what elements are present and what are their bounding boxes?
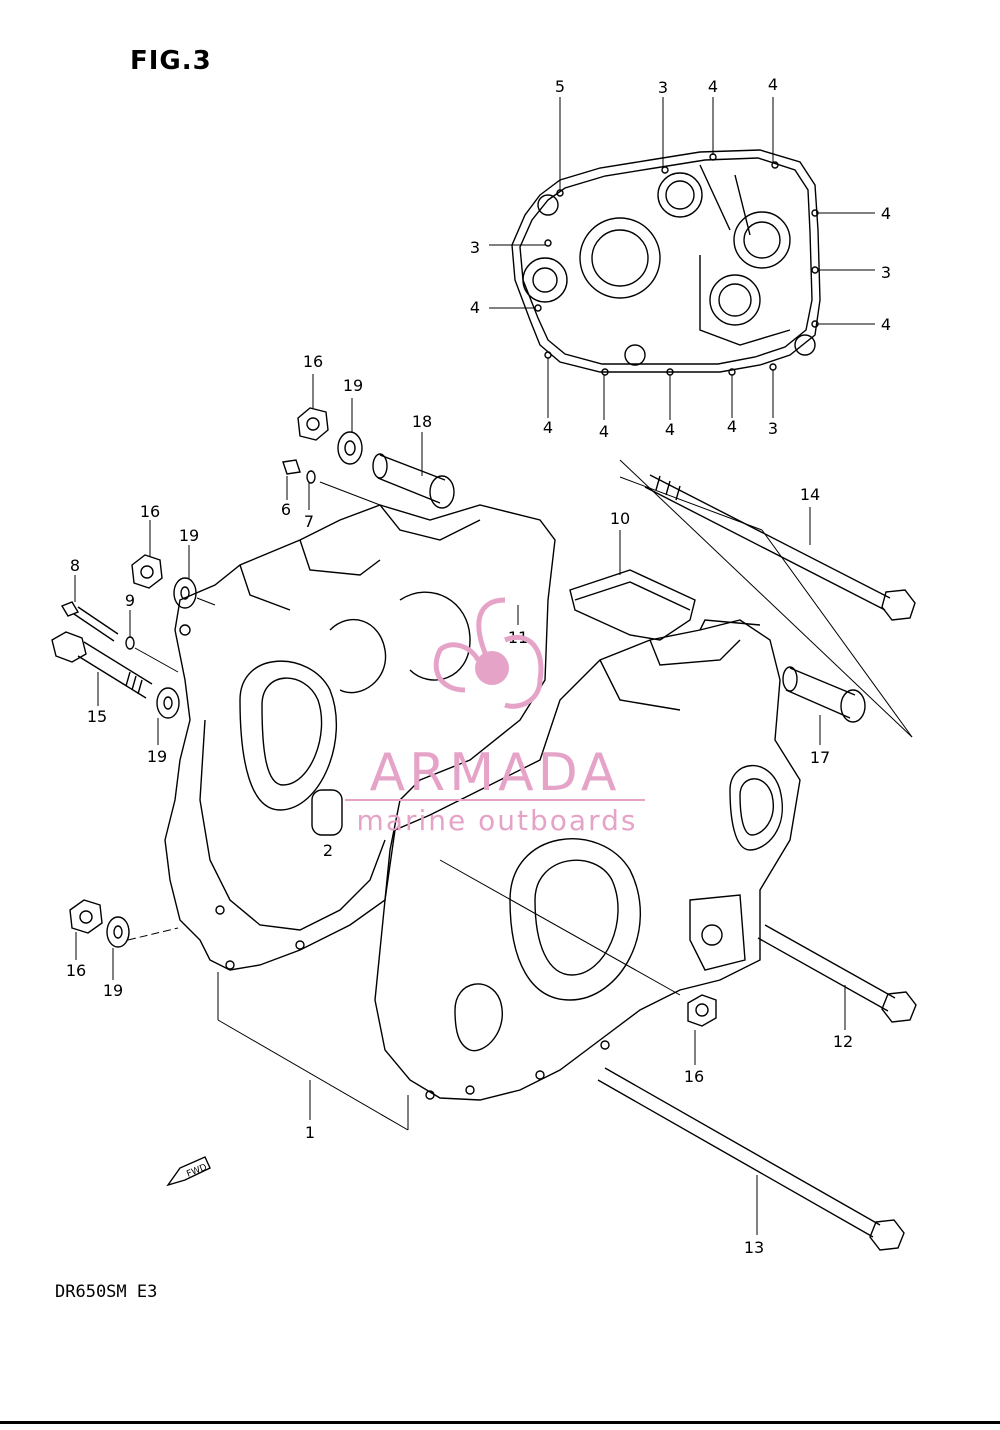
- part-number-label: 16: [684, 1067, 704, 1086]
- watermark-tagline: marine outboards: [357, 804, 638, 837]
- part-number-label: 12: [833, 1032, 853, 1051]
- left-crankcase-half: [164, 504, 556, 971]
- propeller-logo: [433, 597, 544, 709]
- watermark-brand: ARMADA: [370, 743, 621, 803]
- part-number-label: 8: [70, 556, 80, 575]
- fasteners: [51, 407, 917, 1251]
- part-number-label: 5: [555, 77, 565, 96]
- part-number-label: 9: [125, 591, 135, 610]
- part-number-label: 16: [303, 352, 323, 371]
- part-number-label: 3: [470, 238, 480, 257]
- crankcase-gasket: [511, 149, 821, 376]
- part-number-label: 4: [768, 75, 778, 94]
- part-number-label: 4: [543, 418, 553, 437]
- part-number-label: 10: [610, 509, 630, 528]
- part-number-label: 17: [810, 748, 830, 767]
- part-number-label: 4: [708, 77, 718, 96]
- part-number-label: 19: [103, 981, 123, 1000]
- part-number-label: 16: [140, 502, 160, 521]
- part-number-label: 15: [87, 707, 107, 726]
- armada-watermark: ARMADA marine outboards: [345, 597, 645, 837]
- part-number-label: 3: [881, 263, 891, 282]
- model-label: DR650SM E3: [55, 1282, 158, 1302]
- part-number-label: 2: [323, 841, 333, 860]
- part-number-label: 16: [66, 961, 86, 980]
- part-number-label: 4: [665, 420, 675, 439]
- part-number-label: 3: [658, 78, 668, 97]
- part-number-label: 3: [768, 419, 778, 438]
- part-number-label: 13: [744, 1238, 764, 1257]
- part-number-label: 4: [727, 417, 737, 436]
- part-number-label: 19: [147, 747, 167, 766]
- fwd-label: FWD: [185, 1163, 208, 1180]
- part-number-label: 19: [343, 376, 363, 395]
- fwd-arrow-icon: [166, 1156, 211, 1187]
- part-number-label: 7: [304, 512, 314, 531]
- dowel-pin-2: [311, 789, 343, 836]
- gasket-leader-lines: [489, 97, 875, 420]
- part-number-label: 1: [305, 1123, 315, 1142]
- right-crankcase-half: [374, 569, 801, 1101]
- part-number-label: 4: [599, 422, 609, 441]
- part-number-label: 4: [881, 204, 891, 223]
- bottom-border: [0, 1421, 1000, 1424]
- figure-title: FIG.3: [130, 46, 212, 76]
- part-leader-lines: [74, 374, 913, 1235]
- part-number-label: 14: [800, 485, 820, 504]
- part-number-label: 6: [281, 500, 291, 519]
- oil-filter-element: [569, 569, 696, 641]
- part-number-label: 4: [881, 315, 891, 334]
- part-number-label: 18: [412, 412, 432, 431]
- part-number-label: 19: [179, 526, 199, 545]
- part-number-label: 4: [470, 298, 480, 317]
